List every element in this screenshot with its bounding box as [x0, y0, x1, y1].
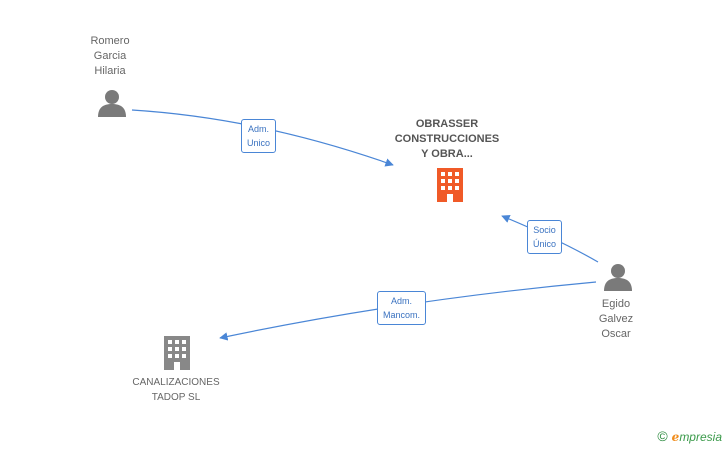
empresia-logo: ©empresia	[657, 428, 722, 444]
company-name-line: CANALIZACIONES	[132, 377, 220, 388]
company-name-line: TADOP SL	[151, 392, 201, 403]
edge-label-line: Unico	[247, 138, 271, 148]
company-name-line: Y OBRA...	[421, 148, 473, 160]
edge-label-line: Único	[533, 239, 557, 249]
edge-label-line: Adm.	[391, 296, 413, 306]
person-name-line: Romero	[90, 35, 130, 47]
edge-label-adm-unico[interactable]: Adm. Unico	[241, 119, 277, 153]
person-name-line: Egido	[601, 298, 631, 310]
edge-label-line: Mancom.	[383, 310, 421, 320]
brand-e: e	[671, 430, 680, 444]
edge-label-line: Socio	[533, 225, 556, 235]
building-icon[interactable]	[161, 336, 193, 370]
person-name-line: Garcia	[93, 50, 127, 62]
edge-label-adm-mancom[interactable]: Adm. Mancom.	[377, 291, 427, 325]
person-name-line: Hilaria	[94, 65, 126, 77]
person-label-egido: Egido Galvez Oscar	[580, 297, 652, 342]
person-icon[interactable]	[97, 88, 127, 118]
edge-label-socio-unico[interactable]: Socio Único	[527, 220, 563, 254]
person-name-line: Oscar	[601, 328, 631, 340]
company-label-obrasser: OBRASSER CONSTRUCCIONES Y OBRA...	[380, 117, 514, 162]
company-label-canalizaciones: CANALIZACIONES TADOP SL	[112, 375, 240, 405]
brand-name: mpresia	[679, 430, 722, 444]
person-name-line: Galvez	[598, 313, 634, 325]
person-label-romero: Romero Garcia Hilaria	[72, 34, 148, 79]
building-icon[interactable]	[434, 168, 466, 202]
company-name-line: OBRASSER	[415, 118, 479, 130]
edge-label-line: Adm.	[248, 124, 270, 134]
copyright-icon: ©	[657, 428, 668, 444]
person-icon[interactable]	[603, 262, 633, 292]
company-name-line: CONSTRUCCIONES	[394, 133, 500, 145]
